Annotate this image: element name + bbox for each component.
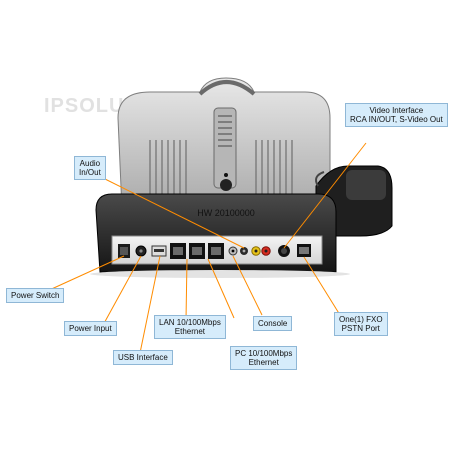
floor-shadow <box>90 270 350 278</box>
label-console: Console <box>253 316 293 331</box>
base-unit <box>95 193 337 273</box>
hardware-sticker-text: HW 20100000 <box>197 208 255 218</box>
label-pc: PC 10/100Mbps Ethernet <box>230 346 298 370</box>
label-power-switch: Power Switch <box>6 288 65 303</box>
screen-back <box>117 77 331 211</box>
label-lan: LAN 10/100Mbps Ethernet <box>154 315 226 339</box>
label-audio: Audio In/Out <box>74 156 106 180</box>
label-power-input: Power Input <box>64 321 117 336</box>
label-usb-interface: USB Interface <box>113 350 173 365</box>
leader-lines <box>44 142 367 354</box>
label-fxo: One(1) FXO PSTN Port <box>334 312 388 336</box>
label-video-interface: Video Interface RCA IN/OUT, S-Video Out <box>345 103 448 127</box>
